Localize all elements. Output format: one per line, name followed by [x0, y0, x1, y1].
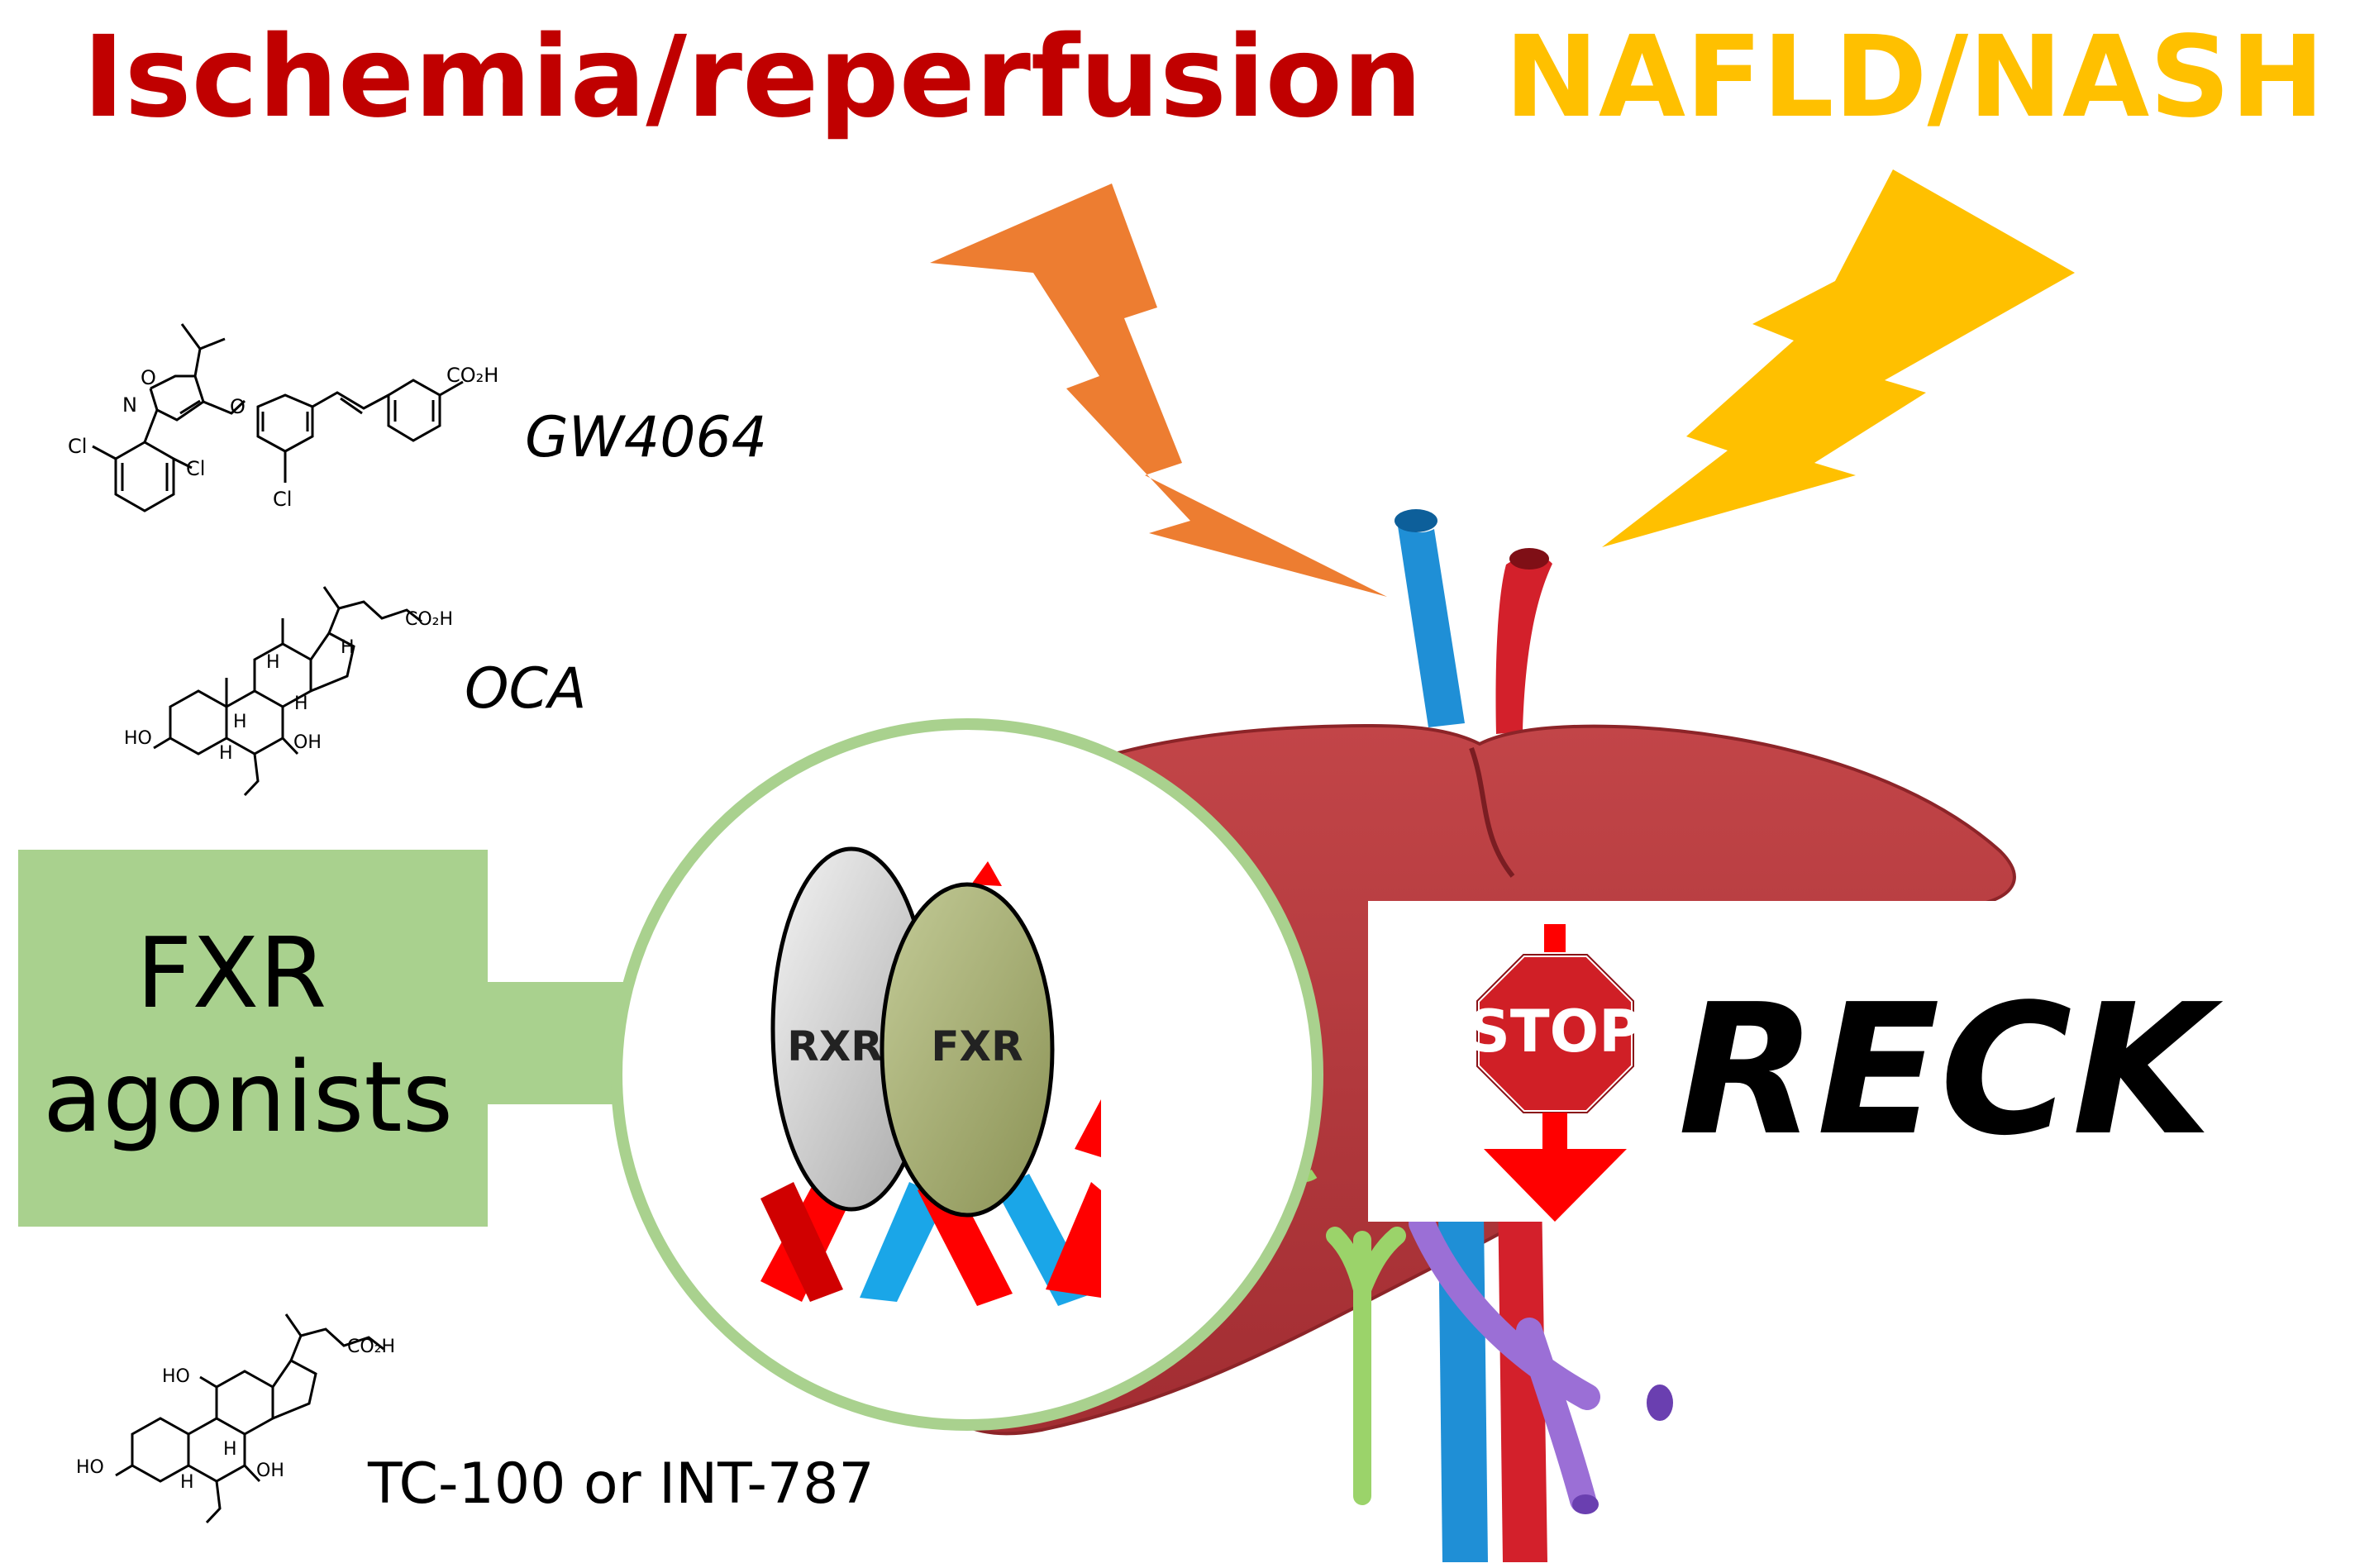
dna-helix-icon — [760, 1099, 1101, 1306]
fxr-ligand-tip-icon — [971, 861, 1002, 886]
gw4064-cl-label-1: Cl — [68, 435, 87, 458]
fxr-agonists-line1: FXR — [136, 916, 327, 1030]
tc100-int787-name: TC-100 or INT-787 — [367, 1451, 875, 1517]
fxr-label: FXR — [931, 1022, 1023, 1070]
tc100-oh-label: OH — [256, 1461, 284, 1481]
lightning-bolt-right-icon — [1602, 169, 2075, 547]
stop-sign-label: STOP — [1469, 998, 1642, 1065]
tc100-ho-label-top: HO — [162, 1366, 190, 1387]
gw4064-cl-label-2: Cl — [186, 457, 205, 480]
gw4064-co2h-label: CO₂H — [446, 364, 498, 387]
fxr-agonists-line2: agonists — [43, 1040, 453, 1154]
tc100-co2h-label: CO₂H — [347, 1337, 395, 1357]
gw4064-cl-label-3: Cl — [273, 488, 292, 511]
gw4064-atom-labels: O N Cl Cl O Cl CO₂H — [68, 364, 498, 511]
oca-co2h-label: CO₂H — [405, 609, 453, 630]
artery-lower-icon — [1498, 1190, 1547, 1562]
oca-h-label-3: H — [294, 693, 308, 714]
tc100-structure — [115, 1313, 384, 1524]
fxr-agonists-box — [18, 850, 488, 1227]
portal-vein-opening-icon — [1395, 509, 1437, 532]
oca-name: OCA — [465, 656, 587, 722]
tc100-h-label-2: H — [180, 1472, 194, 1493]
down-arrow-shaft-top — [1544, 924, 1566, 957]
portal-vein-icon — [1397, 521, 1465, 727]
receptor-dna-complex: RXR FXR — [760, 846, 1101, 1306]
gw4064-o-link-label: O — [230, 395, 246, 418]
gw4064-n-label: N — [122, 393, 137, 417]
artery-opening-icon — [1509, 548, 1549, 570]
oca-h-label-2: H — [266, 652, 280, 673]
liver-lobe-line — [1469, 746, 1515, 878]
oca-atom-labels: CO₂H H H H H H HO OH — [124, 609, 453, 764]
oca-h-label-4: H — [233, 712, 247, 732]
lightning-bolt-left-icon — [930, 183, 1387, 597]
gw4064-structure — [92, 323, 464, 512]
oca-ho-label: HO — [124, 728, 152, 749]
bile-duct-icon — [1326, 1227, 1406, 1505]
hepatic-vein-purple-icon — [1409, 1210, 1600, 1513]
purple-vein-opening-icon — [1647, 1385, 1673, 1421]
down-arrow-icon — [1484, 1149, 1627, 1222]
tc100-atom-labels: CO₂H HO H H HO OH — [76, 1337, 395, 1493]
oca-structure — [153, 586, 422, 797]
tc100-h-label-1: H — [223, 1439, 237, 1460]
ischemia-reperfusion-title: Ischemia/reperfusion — [83, 12, 1423, 143]
tc100-ho-label: HO — [76, 1457, 104, 1478]
hepatic-artery-icon — [1495, 555, 1552, 734]
purple-vein-opening-icon-2 — [1572, 1494, 1599, 1514]
rxr-label: RXR — [787, 1022, 883, 1070]
gw4064-o-label: O — [141, 366, 156, 389]
nafld-nash-title: NAFLD/NASH — [1504, 12, 2324, 143]
down-arrow-shaft — [1542, 1113, 1567, 1152]
reck-label: RECK — [1678, 966, 2224, 1175]
oca-oh-label: OH — [293, 732, 322, 753]
fxr-receptor — [880, 882, 1055, 1218]
oca-h-label-5: H — [219, 743, 233, 764]
gw4064-name: GW4064 — [525, 405, 767, 470]
stop-sign-border-icon — [1476, 954, 1634, 1113]
oca-h-label-1: H — [341, 637, 355, 658]
